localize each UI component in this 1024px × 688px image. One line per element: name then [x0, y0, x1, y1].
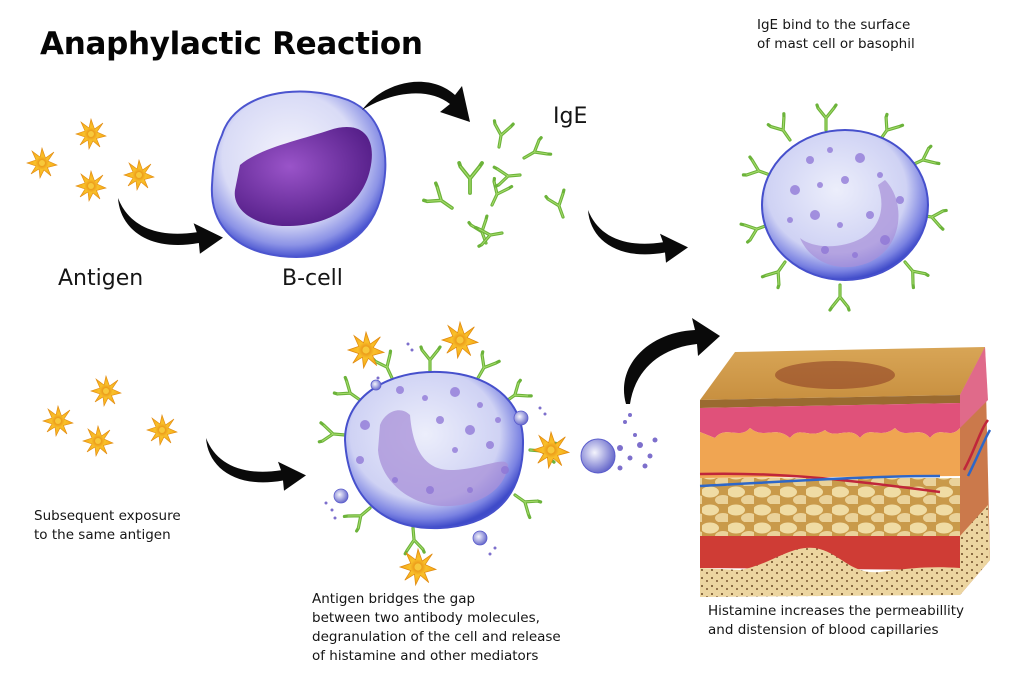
ige-antibodies: [422, 119, 574, 248]
caption-line: of mast cell or basophil: [757, 36, 915, 52]
arrow-ige-to-mastcell: [588, 210, 688, 263]
arrow-histamine-to-skin: [623, 318, 720, 404]
caption-line: degranulation of the cell and release: [312, 629, 561, 645]
histamine-granules: [324, 342, 658, 556]
arrow-bcell-to-ige: [362, 81, 470, 122]
caption-line: Histamine increases the permeabillity: [708, 603, 964, 619]
label-b-cell: B-cell: [282, 266, 343, 291]
caption-line: Antigen bridges the gap: [312, 591, 476, 607]
antigen-cluster-bottom: [42, 375, 178, 457]
arrow-antigen-to-bcell: [118, 198, 223, 254]
arrow-exposure-to-mastcell: [206, 438, 306, 491]
caption-line: to the same antigen: [34, 527, 171, 543]
label-antigen: Antigen: [58, 266, 144, 291]
b-cell: [210, 90, 387, 258]
caption-ige-bind: IgE bind to the surface of mast cell or …: [757, 16, 915, 54]
caption-antigen-bridges: Antigen bridges the gap between two anti…: [312, 590, 561, 666]
caption-line: IgE bind to the surface: [757, 17, 911, 33]
caption-line: and distension of blood capillaries: [708, 622, 939, 638]
skin-cross-section: [699, 347, 992, 597]
mast-cell-sensitized: [739, 103, 948, 312]
antigen-cluster-top: [26, 118, 155, 202]
label-ige: IgE: [553, 104, 588, 129]
caption-line: Subsequent exposure: [34, 508, 181, 524]
caption-line: between two antibody molecules,: [312, 610, 540, 626]
mast-cell-degranulating: [317, 321, 570, 586]
caption-subsequent-exposure: Subsequent exposure to the same antigen: [34, 507, 181, 545]
diagram-title: Anaphylactic Reaction: [40, 26, 423, 62]
caption-histamine-effect: Histamine increases the permeabillity an…: [708, 602, 964, 640]
caption-line: of histamine and other mediators: [312, 648, 539, 664]
